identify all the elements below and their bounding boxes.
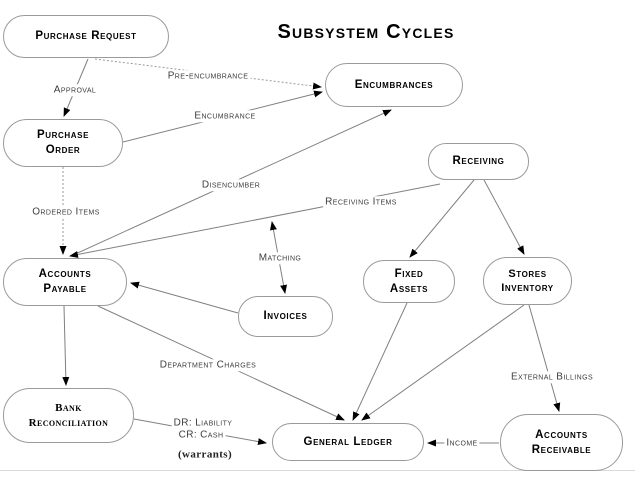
node-receiving-label: Receiving <box>452 155 505 168</box>
node-fixed-assets: Fixed Assets <box>363 260 455 303</box>
edge-ap-to-bank-line <box>62 305 70 386</box>
edge-label-matching: Matching <box>256 252 304 264</box>
node-receiving: Receiving <box>428 143 529 180</box>
edge-label-encumbrance: Encumbrance <box>192 110 258 122</box>
edge-external-billings-line <box>528 304 561 412</box>
node-invoices-label: Invoices <box>263 310 308 323</box>
node-accounts-payable-label: Accounts Payable <box>38 268 92 295</box>
edge-receiving-items-line <box>69 183 441 258</box>
node-encumbrances-label: Encumbrances <box>354 78 434 91</box>
node-stores-inventory-label: Stores Inventory <box>501 267 554 294</box>
node-general-ledger: General Ledger <box>272 423 424 461</box>
edge-fixed-assets-to-gl-line <box>352 302 408 421</box>
edge-label-bank-entry-debit: DR: Liability <box>171 417 235 429</box>
edge-label-bank-entry-note: (warrants) <box>175 448 235 462</box>
edge-label-receiving-items: Receiving Items <box>323 196 399 208</box>
node-encumbrances: Encumbrances <box>325 63 463 107</box>
node-accounts-payable: Accounts Payable <box>3 258 127 306</box>
node-accounts-receivable-label: Accounts Receivable <box>531 428 592 456</box>
node-accounts-receivable: Accounts Receivable <box>500 414 623 471</box>
edge-label-bank-entry-credit: CR: Cash <box>176 429 226 441</box>
node-invoices: Invoices <box>238 296 333 337</box>
node-purchase-order-label: Purchase Order <box>36 129 90 156</box>
node-bank-reconciliation: Bank Reconciliation <box>3 388 134 443</box>
edge-stores-to-gl-line <box>361 304 525 421</box>
edge-invoices-to-ap-line <box>130 281 239 314</box>
edge-label-ordered-items: Ordered Items <box>30 206 102 218</box>
node-stores-inventory: Stores Inventory <box>483 257 572 305</box>
node-purchase-request-label: Purchase Request <box>35 30 137 43</box>
edge-label-external-billings: External Billings <box>508 371 596 383</box>
edge-label-disencumber: Disencumber <box>199 179 263 191</box>
node-purchase-request: Purchase Request <box>3 15 169 58</box>
node-bank-reconciliation-label: Bank Reconciliation <box>28 402 109 429</box>
node-purchase-order: Purchase Order <box>3 119 123 167</box>
node-general-ledger-label: General Ledger <box>303 435 393 448</box>
edge-receiving-to-stores-line <box>483 179 525 255</box>
page-title: Subsystem Cycles <box>277 21 455 43</box>
edge-label-department-charges: Department Charges <box>157 359 259 371</box>
edge-receiving-to-fixed-assets-line <box>409 179 475 258</box>
node-fixed-assets-label: Fixed Assets <box>389 267 429 295</box>
page-bottom-rule <box>0 470 635 471</box>
edge-label-approval: Approval <box>51 84 99 96</box>
edge-label-pre-encumbrance: Pre-encumbrance <box>165 70 251 82</box>
edge-label-income: Income <box>444 437 480 449</box>
